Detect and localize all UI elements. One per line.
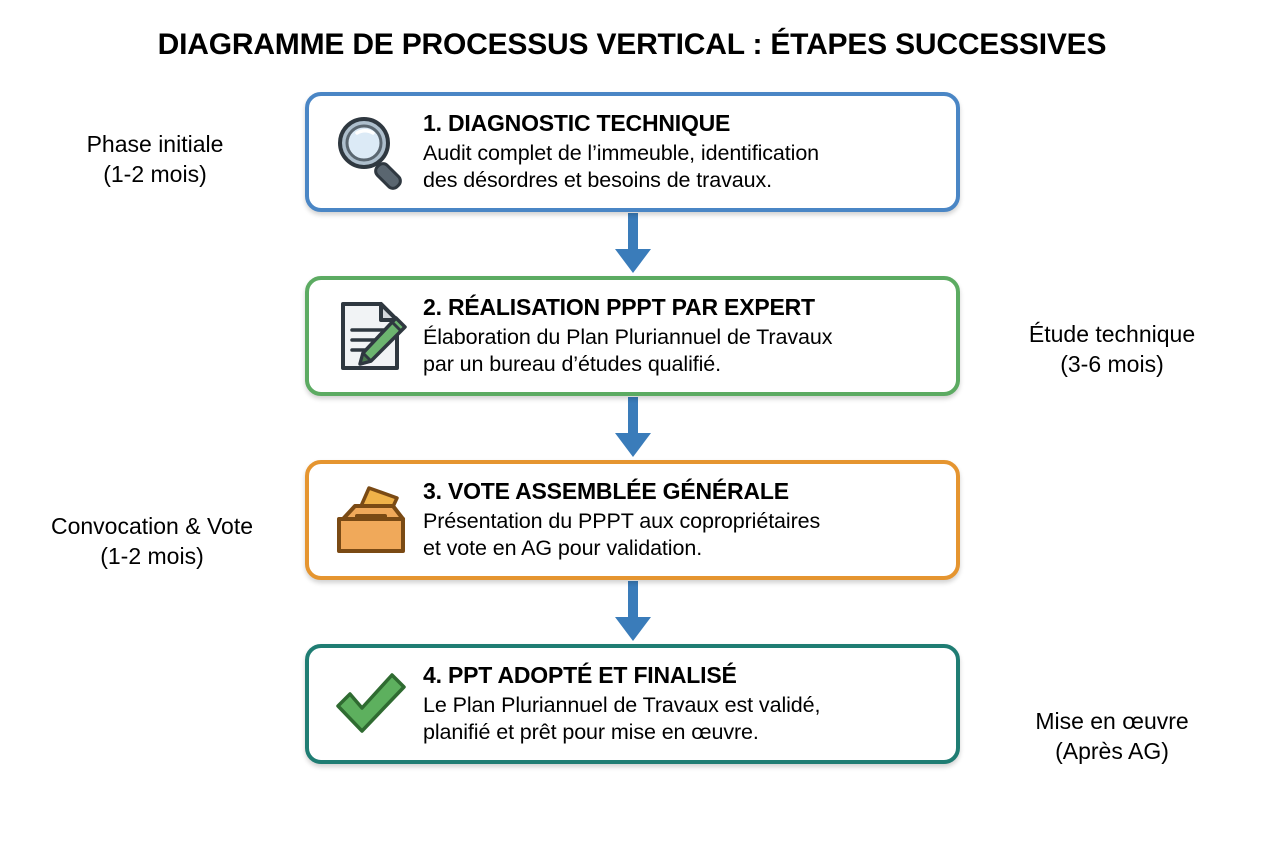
page-title: DIAGRAMME DE PROCESSUS VERTICAL : ÉTAPES… (157, 28, 1107, 61)
step-heading-3: 3. VOTE ASSEMBLÉE GÉNÉRALE (423, 478, 789, 505)
step-text-3: 3. VOTE ASSEMBLÉE GÉNÉRALE Présentation … (417, 477, 942, 562)
step-text-1: 1. DIAGNOSTIC TECHNIQUE Audit complet de… (417, 109, 942, 194)
step-text-4: 4. PPT ADOPTÉ ET FINALISÉ Le Plan Pluria… (417, 661, 942, 746)
step-description-2: Élaboration du Plan Pluriannuel de Trava… (423, 324, 833, 377)
phase-label-etude-technique: Étude technique (3-6 mois) (1028, 321, 1196, 377)
arrow-step3-to-step4 (305, 580, 960, 644)
magnifying-glass-icon (325, 106, 417, 198)
arrow-step1-to-step2 (305, 212, 960, 276)
ballot-box-icon (325, 474, 417, 566)
arrow-step2-to-step3 (305, 396, 960, 460)
step-description-4: Le Plan Pluriannuel de Travaux est valid… (423, 692, 821, 745)
step-box-ppt-adopte-finalise[interactable]: 4. PPT ADOPTÉ ET FINALISÉ Le Plan Pluria… (305, 644, 960, 764)
phase-label-mise-en-oeuvre: Mise en œuvre (Après AG) (1035, 708, 1189, 764)
step-box-vote-assemblee-generale[interactable]: 3. VOTE ASSEMBLÉE GÉNÉRALE Présentation … (305, 460, 960, 580)
step-heading-2: 2. RÉALISATION PPPT PAR EXPERT (423, 294, 815, 321)
step-row-2: 2. RÉALISATION PPPT PAR EXPERT Élaborati… (305, 276, 960, 396)
step-box-diagnostic-technique[interactable]: 1. DIAGNOSTIC TECHNIQUE Audit complet de… (305, 92, 960, 212)
step-row-1: 1. DIAGNOSTIC TECHNIQUE Audit complet de… (305, 92, 960, 212)
phase-label-convocation-vote: Convocation & Vote (1-2 mois) (50, 513, 254, 569)
step-text-2: 2. RÉALISATION PPPT PAR EXPERT Élaborati… (417, 293, 942, 378)
process-flow: 1. DIAGNOSTIC TECHNIQUE Audit complet de… (305, 92, 960, 764)
step-heading-1: 1. DIAGNOSTIC TECHNIQUE (423, 110, 731, 137)
step-box-realisation-pppt[interactable]: 2. RÉALISATION PPPT PAR EXPERT Élaborati… (305, 276, 960, 396)
green-check-icon (325, 658, 417, 750)
step-row-3: 3. VOTE ASSEMBLÉE GÉNÉRALE Présentation … (305, 460, 960, 580)
step-description-1: Audit complet de l’immeuble, identificat… (423, 140, 820, 193)
document-pencil-icon (325, 290, 417, 382)
step-description-3: Présentation du PPPT aux copropriétaires… (423, 508, 821, 561)
phase-label-initiale: Phase initiale (1-2 mois) (86, 131, 224, 187)
step-row-4: 4. PPT ADOPTÉ ET FINALISÉ Le Plan Pluria… (305, 644, 960, 764)
step-heading-4: 4. PPT ADOPTÉ ET FINALISÉ (423, 662, 737, 689)
